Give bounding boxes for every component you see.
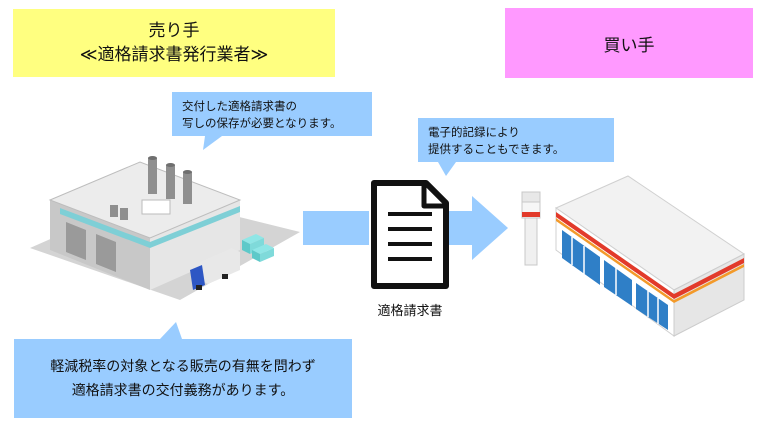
seller-title: 売り手 (148, 21, 200, 41)
callout-seller-storage-note: 交付した適格請求書の 写しの保存が必要となります。 (172, 92, 372, 136)
callout-line: 提供することもできます。 (428, 142, 565, 156)
document-icon (371, 180, 449, 289)
callout-line: 電子的記録により (428, 125, 520, 139)
arrow-icon (449, 196, 508, 260)
buyer-title: 買い手 (603, 35, 655, 56)
buyer-header: 買い手 (505, 8, 753, 78)
callout-electronic-provision: 電子的記録により 提供することもできます。 (418, 118, 614, 162)
callout-line: 交付した適格請求書の (182, 99, 297, 113)
factory-icon (30, 156, 300, 300)
callout-tail-seller-note (203, 136, 222, 150)
seller-subtitle: ≪適格請求書発行業者≫ (79, 45, 269, 65)
arrow-shaft-left (303, 211, 369, 245)
callout-issuance-obligation: 軽減税率の対象となる販売の有無を問わず 適格請求書の交付義務があります。 (14, 339, 352, 418)
callout-line: 写しの保存が必要となります。 (182, 116, 342, 130)
document-label: 適格請求書 (377, 304, 443, 319)
convenience-store-icon (521, 175, 745, 337)
callout-tail-obligation (160, 322, 182, 339)
callout-tail-electronic (438, 162, 456, 176)
callout-line: 軽減税率の対象となる販売の有無を問わず (50, 358, 316, 375)
callout-line: 適格請求書の交付義務があります。 (71, 382, 295, 399)
seller-header: 売り手 ≪適格請求書発行業者≫ (13, 9, 335, 77)
